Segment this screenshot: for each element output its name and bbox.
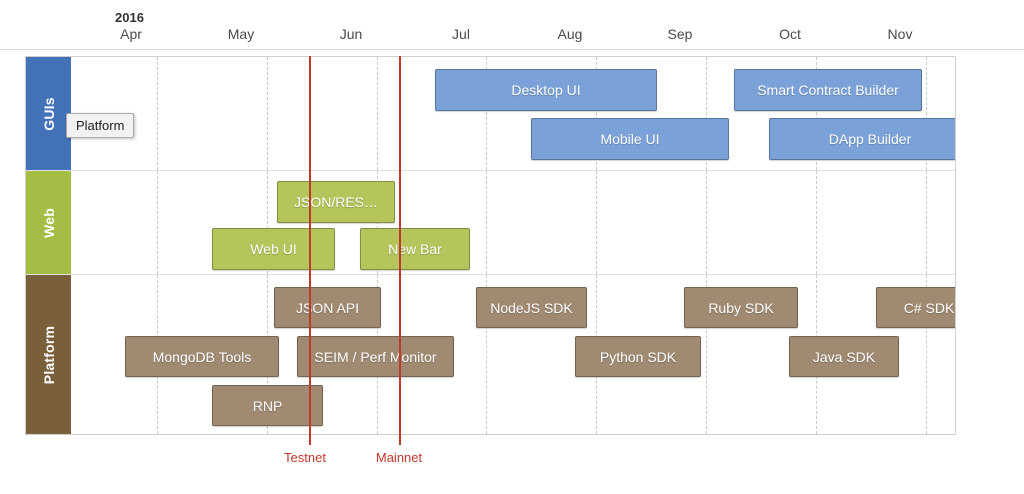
task-bar[interactable]: DApp Builder <box>769 118 955 160</box>
lane-plot-platform: NodeJS SDK JSON API Ruby SDK C# SDK Mong… <box>71 275 955 434</box>
task-bar-label: Web UI <box>250 241 297 257</box>
task-bar-label: NodeJS SDK <box>490 299 573 316</box>
lane-plot-web: JSON/RES… Web UI New Bar <box>71 171 955 274</box>
month-tick-jun: Jun <box>339 26 363 42</box>
lane-label-platform: Platform <box>40 325 57 384</box>
task-bar[interactable]: RNP <box>212 385 323 426</box>
task-bar[interactable]: Desktop UI <box>435 69 657 111</box>
milestone-line-testnet <box>309 56 311 445</box>
swimlane-platform: Platform NodeJS SDK JSON API <box>26 275 955 434</box>
month-tick-may: May <box>227 26 255 42</box>
task-bar-label: Java SDK <box>812 348 876 365</box>
month-tick-oct: Oct <box>779 26 801 42</box>
task-bar-label: Mobile UI <box>600 131 660 147</box>
milestone-label-mainnet: Mainnet <box>375 450 423 465</box>
task-bar[interactable]: JSON/RES… <box>277 181 395 223</box>
task-bar-label: Python SDK <box>599 348 677 365</box>
year-label: 2016 <box>115 10 144 25</box>
lane-label-web: Web <box>40 207 57 238</box>
swimlane-guis: GUIs Desktop UI Smart Contract Builder <box>26 57 955 171</box>
task-bar-label: Smart Contract Builder <box>757 82 899 98</box>
task-bar[interactable]: MongoDB Tools <box>125 336 279 377</box>
task-bar-label: RNP <box>252 397 283 414</box>
task-bar-label: Desktop UI <box>511 82 581 98</box>
lane-header-guis: GUIs <box>26 57 71 170</box>
task-bar-label: DApp Builder <box>828 131 912 147</box>
task-bar[interactable]: New Bar <box>360 228 470 270</box>
task-bar-label: MongoDB Tools <box>152 348 252 365</box>
header-divider <box>0 49 1024 50</box>
month-tick-nov: Nov <box>887 26 913 42</box>
timeline-header: 2016 Apr May Jun Jul Aug Sep Oct Nov <box>0 0 1024 50</box>
chart-plot-area: GUIs Desktop UI Smart Contract Builder <box>25 56 956 435</box>
swimlane-web: Web JSON/RES… Web UI New Bar <box>26 171 955 275</box>
task-bar[interactable]: JSON API <box>274 287 381 328</box>
task-bar[interactable]: Python SDK <box>575 336 701 377</box>
task-bar[interactable]: Mobile UI <box>531 118 729 160</box>
lane-plot-guis: Desktop UI Smart Contract Builder Mobile… <box>71 57 955 170</box>
task-bar-label: Ruby SDK <box>708 299 774 316</box>
task-bar[interactable]: NodeJS SDK <box>476 287 587 328</box>
month-tick-aug: Aug <box>557 26 583 42</box>
task-bar[interactable]: Web UI <box>212 228 335 270</box>
task-bar-label: JSON/RES… <box>293 194 378 210</box>
month-tick-apr: Apr <box>120 26 142 42</box>
lane-header-web: Web <box>26 171 71 274</box>
task-bar[interactable]: SEIM / Perf Monitor <box>297 336 454 377</box>
lane-label-guis: GUIs <box>40 96 57 131</box>
milestone-label-testnet: Testnet <box>284 450 326 465</box>
task-bar-label: SEIM / Perf Monitor <box>314 348 437 365</box>
task-bar-label: C# SDK <box>903 299 955 316</box>
task-bar[interactable]: Smart Contract Builder <box>734 69 922 111</box>
month-tick-jul: Jul <box>452 26 470 42</box>
task-bar[interactable]: Java SDK <box>789 336 899 377</box>
lane-header-platform: Platform <box>26 275 71 434</box>
tooltip: Platform <box>66 113 135 138</box>
milestone-line-mainnet <box>399 56 401 445</box>
task-bar[interactable]: C# SDK <box>876 287 955 328</box>
month-tick-sep: Sep <box>667 26 693 42</box>
task-bar-label: New Bar <box>388 241 442 257</box>
task-bar-label: JSON API <box>295 299 360 316</box>
task-bar[interactable]: Ruby SDK <box>684 287 798 328</box>
